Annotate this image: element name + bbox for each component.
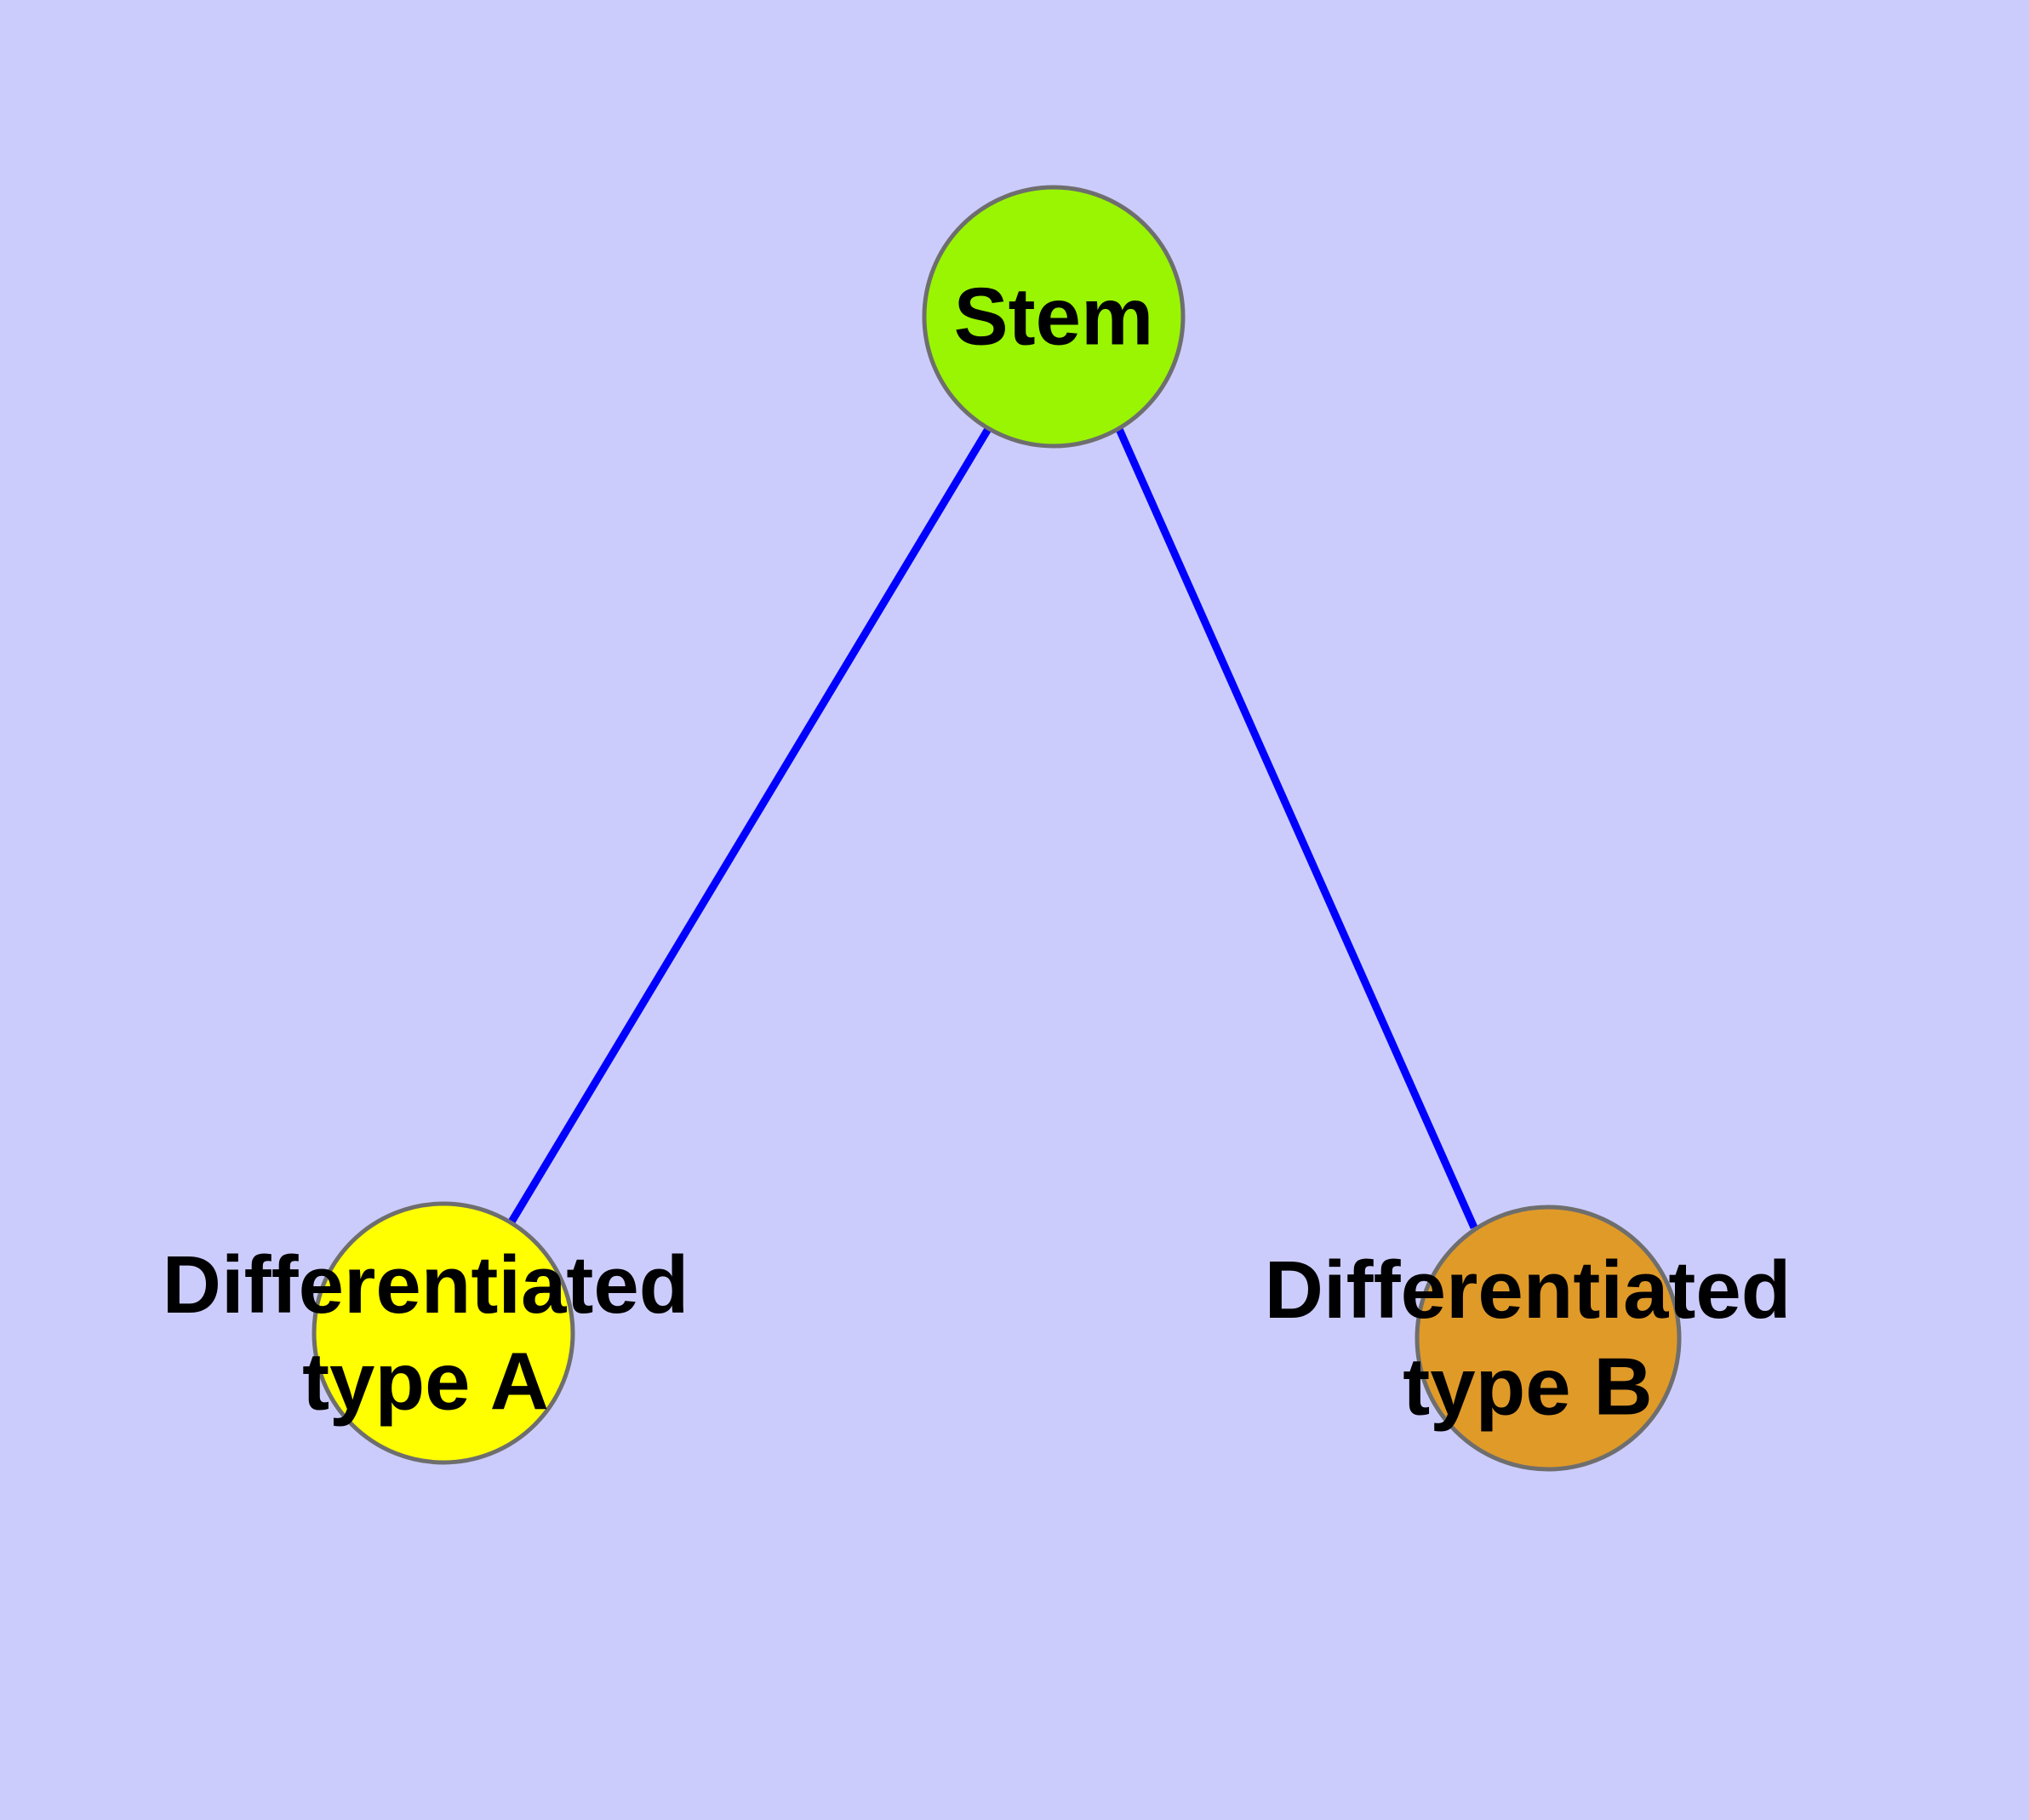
node-differentiated-type-b[interactable] xyxy=(1415,1205,1682,1472)
node-label-line: Differentiated xyxy=(1265,1245,1792,1336)
edge-layer xyxy=(507,426,1478,1229)
node-differentiated-type-a[interactable] xyxy=(311,1201,575,1465)
edge-stem-to-differentiated-type-a[interactable] xyxy=(507,426,992,1226)
node-label-line: type A xyxy=(302,1336,549,1427)
node-label-line: type B xyxy=(1403,1341,1652,1432)
node-layer xyxy=(311,185,1682,1472)
node-label-line: Differentiated xyxy=(163,1239,689,1331)
edge-stem-to-differentiated-type-b[interactable] xyxy=(1115,427,1478,1229)
node-label-stem: Stem xyxy=(954,272,1154,363)
node-label-line: Stem xyxy=(954,272,1154,363)
node-stem[interactable] xyxy=(922,185,1186,449)
